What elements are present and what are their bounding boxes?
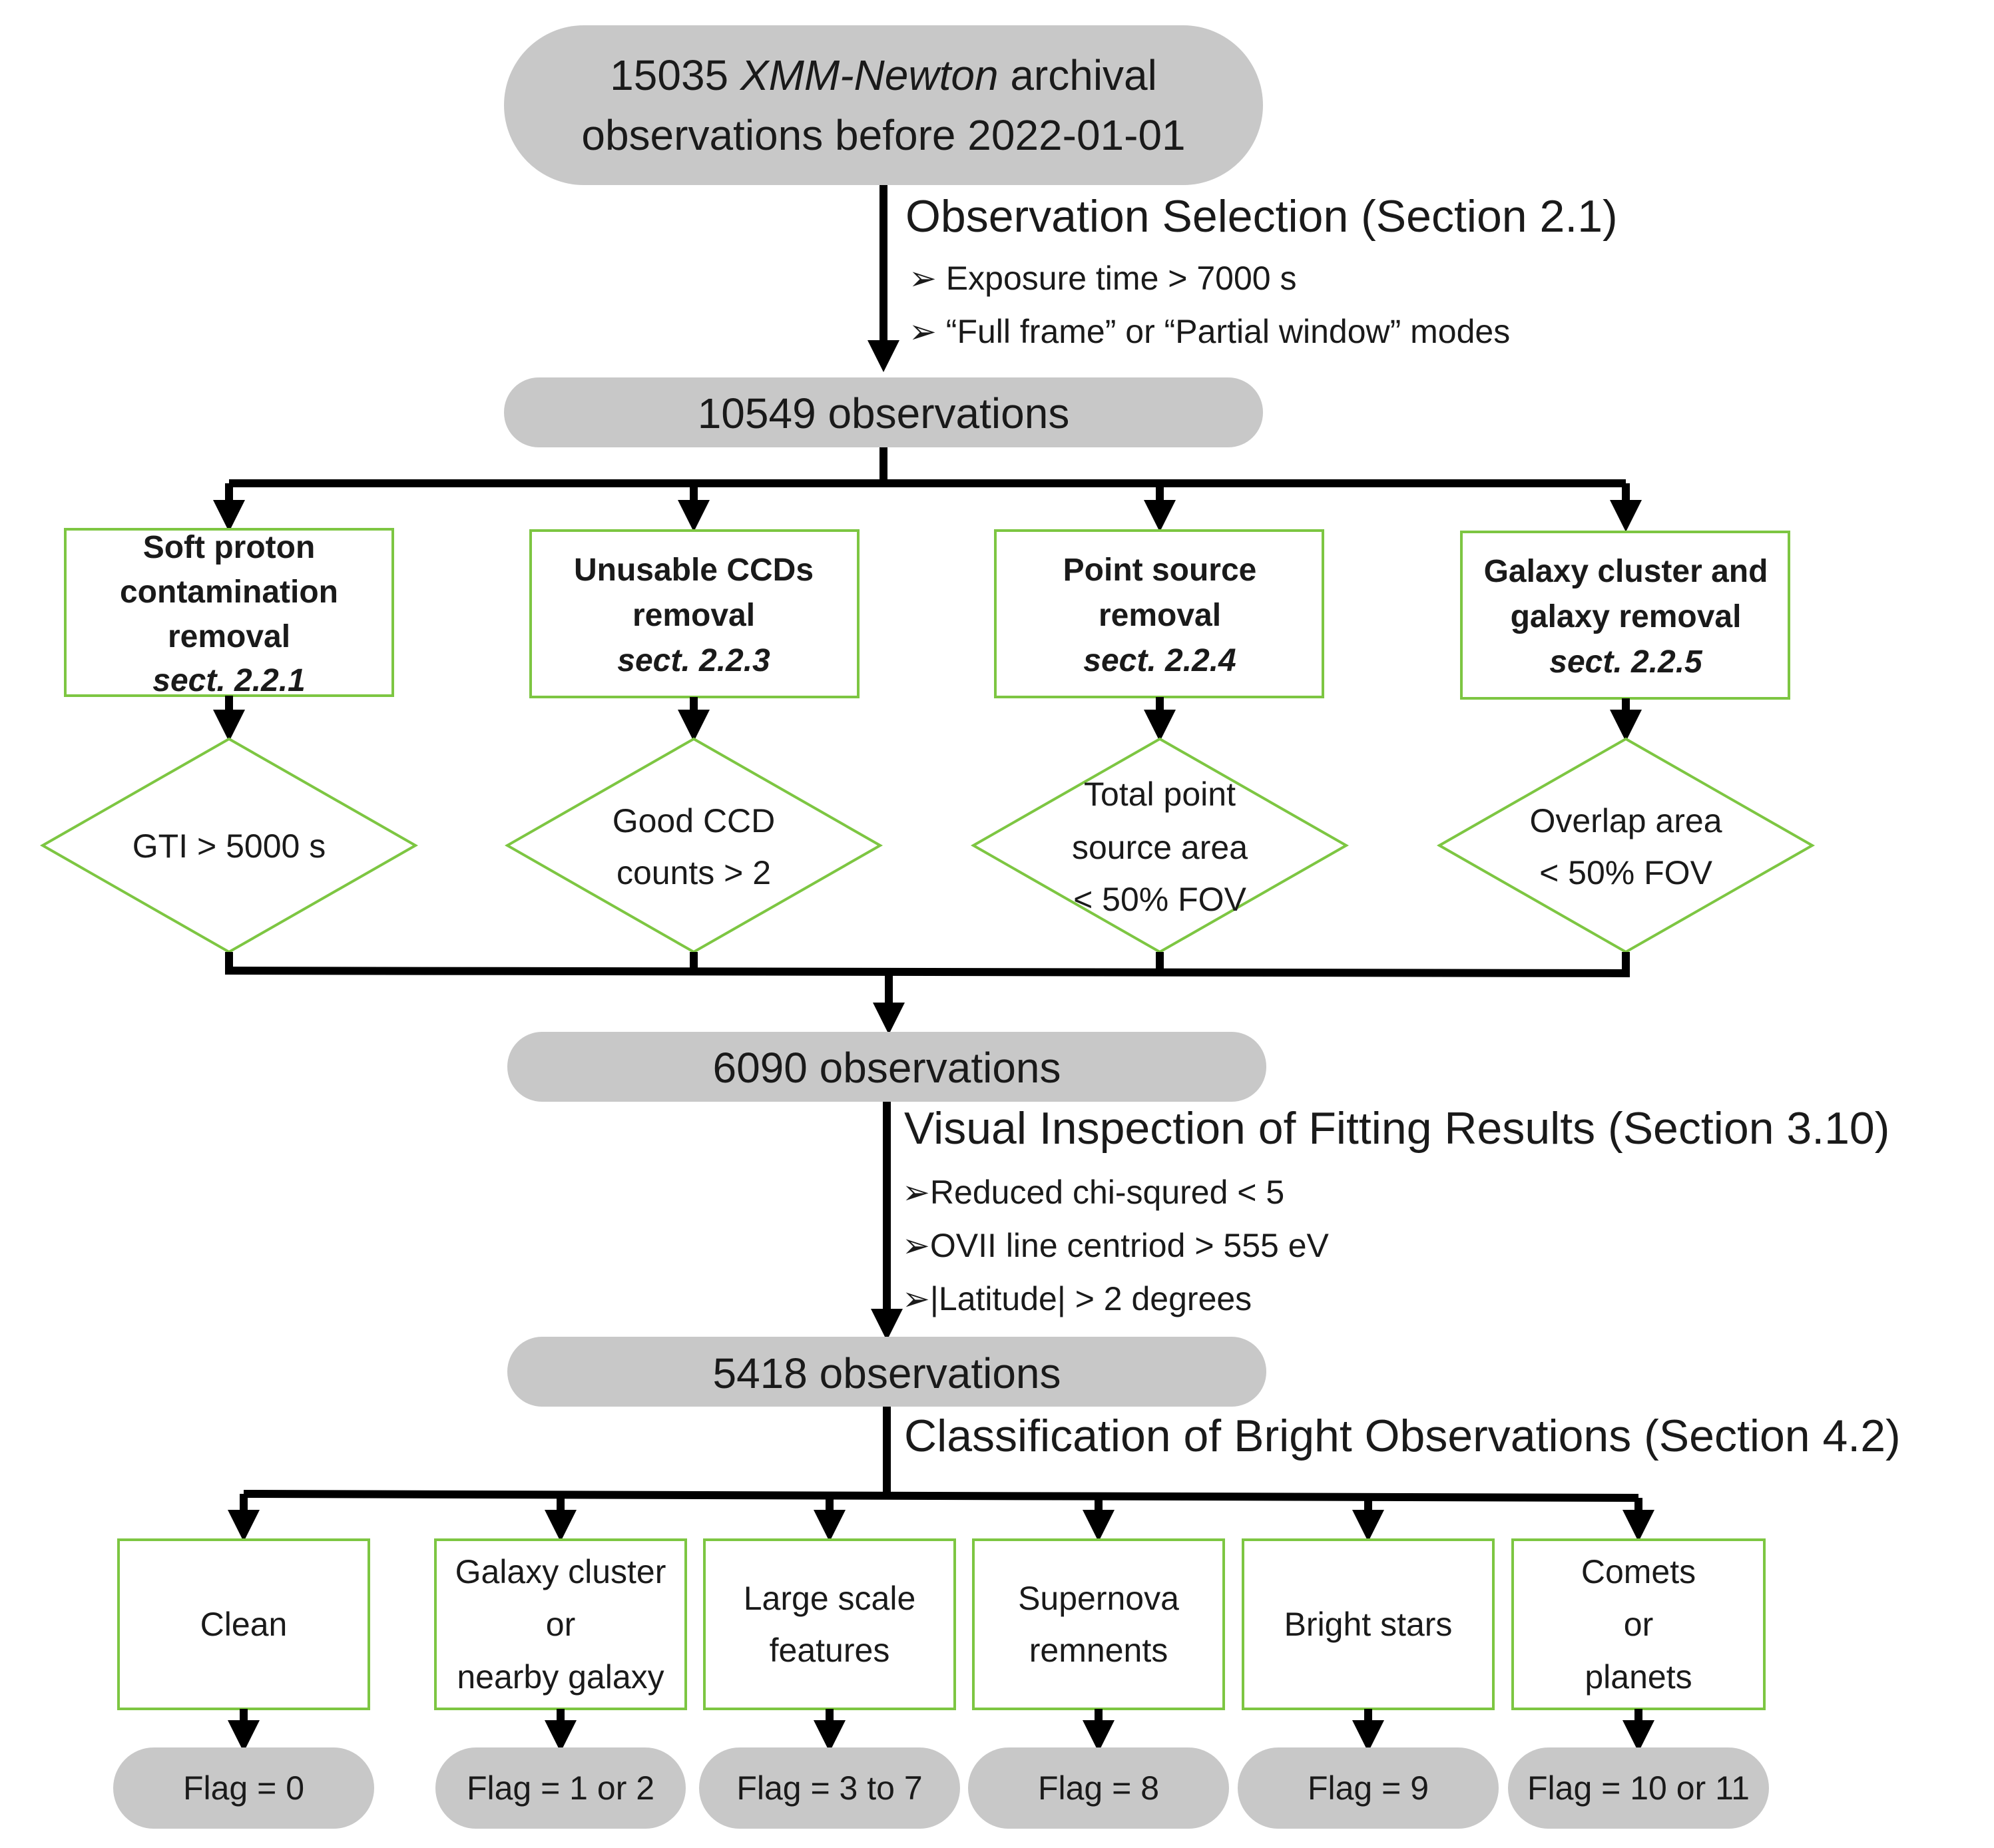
- filter-section: sect. 2.2.1: [152, 663, 306, 698]
- filter-label: galaxy removal: [1511, 599, 1742, 634]
- condition-label: Overlap area: [1529, 802, 1722, 839]
- step1-criterion-2: ➢ “Full frame” or “Partial window” modes: [909, 313, 1510, 350]
- start-node-line1: 15035 XMM-Newton archival: [610, 51, 1157, 99]
- class-label: features: [770, 1632, 890, 1669]
- filter-label: contamination: [120, 575, 338, 610]
- condition-label: < 50% FOV: [1073, 881, 1246, 918]
- flag-label: Flag = 0: [183, 1769, 304, 1807]
- filter-label: removal: [168, 619, 290, 654]
- flag-pill: [699, 1747, 960, 1829]
- filter-label: removal: [632, 598, 755, 633]
- flag-pill: [435, 1747, 686, 1829]
- step2-criterion-3: ➢|Latitude| > 2 degrees: [902, 1280, 1252, 1317]
- flag-pill: [113, 1747, 374, 1829]
- class-label: Large scale: [744, 1580, 916, 1617]
- flag-label: Flag = 3 to 7: [736, 1769, 922, 1807]
- class-label: Galaxy cluster: [455, 1553, 666, 1590]
- start-node: [504, 25, 1263, 185]
- start-node-line2: observations before 2022-01-01: [581, 111, 1185, 159]
- class-label: Supernova: [1018, 1580, 1179, 1617]
- class-box-supernova: [972, 1538, 1225, 1710]
- class-box-large-scale: [703, 1538, 956, 1710]
- step2-criterion-2: ➢OVII line centriod > 555 eV: [902, 1227, 1330, 1264]
- step3-title: Classification of Bright Observations (S…: [904, 1411, 1901, 1461]
- node-6090: [507, 1032, 1266, 1102]
- class-label: Clean: [200, 1606, 288, 1643]
- step2-criterion-1: ➢Reduced chi-squred < 5: [902, 1174, 1284, 1211]
- filter-label: Galaxy cluster and: [1484, 554, 1768, 589]
- step1-title: Observation Selection (Section 2.1): [905, 191, 1618, 242]
- flag-label: Flag = 8: [1038, 1769, 1159, 1807]
- condition-label: < 50% FOV: [1539, 854, 1712, 891]
- flag-pill: [1238, 1747, 1499, 1829]
- node-5418: [507, 1337, 1266, 1407]
- class-label: remnents: [1029, 1632, 1168, 1669]
- node-10549: [504, 377, 1263, 447]
- step2-title: Visual Inspection of Fitting Results (Se…: [904, 1103, 1889, 1154]
- flag-label: Flag = 10 or 11: [1527, 1769, 1750, 1807]
- flag-pill: [1508, 1747, 1769, 1829]
- class-label: nearby galaxy: [457, 1658, 664, 1696]
- class-box-comets: [1511, 1538, 1766, 1710]
- filter-box-point-source: [994, 529, 1324, 698]
- class-label: planets: [1585, 1658, 1692, 1696]
- flag-pill: [968, 1747, 1229, 1829]
- filter-label: removal: [1099, 598, 1221, 633]
- node-5418-label: 5418 observations: [712, 1349, 1061, 1397]
- condition-diamond-ccd: [504, 737, 883, 954]
- filter-label: Point source: [1063, 553, 1257, 588]
- filter-label: Unusable CCDs: [574, 553, 814, 588]
- flag-label: Flag = 9: [1308, 1769, 1429, 1807]
- flag-label: Flag = 1 or 2: [467, 1769, 654, 1807]
- step1-criterion-1: ➢ Exposure time > 7000 s: [909, 260, 1296, 297]
- filter-box-unusable-ccds: [529, 529, 860, 698]
- condition-diamond-overlap: [1436, 737, 1816, 954]
- filter-section: sect. 2.2.4: [1083, 643, 1236, 678]
- class-box-bright-stars: [1242, 1538, 1495, 1710]
- condition-label: GTI > 5000 s: [132, 827, 326, 865]
- class-label: Comets: [1581, 1553, 1696, 1590]
- class-label: Bright stars: [1284, 1606, 1453, 1643]
- filter-box-soft-proton: [64, 528, 394, 697]
- class-label: or: [546, 1606, 575, 1643]
- class-box-clean: [117, 1538, 370, 1710]
- condition-label: Good CCD: [613, 802, 776, 839]
- branch-bar: [243, 1490, 1639, 1502]
- condition-label: source area: [1072, 829, 1248, 866]
- merge-bar: [224, 967, 1630, 977]
- condition-label: Total point: [1084, 776, 1236, 813]
- filter-section: sect. 2.2.3: [617, 643, 770, 678]
- condition-label: counts > 2: [617, 854, 771, 891]
- node-10549-label: 10549 observations: [698, 389, 1070, 437]
- class-label: or: [1624, 1606, 1653, 1643]
- filter-label: Soft proton: [143, 530, 316, 565]
- node-6090-label: 6090 observations: [712, 1044, 1061, 1092]
- filter-section: sect. 2.2.5: [1549, 644, 1703, 680]
- filter-box-galaxy-cluster: [1460, 531, 1790, 700]
